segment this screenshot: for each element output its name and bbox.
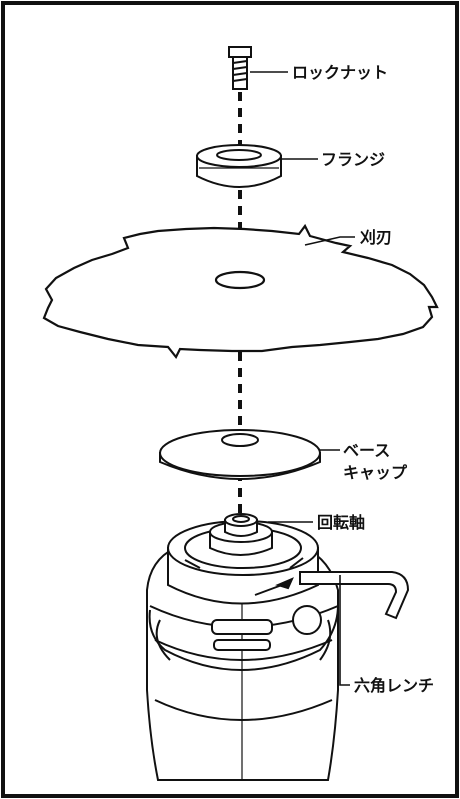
hex-wrench-label: 六角レンチ [354, 676, 434, 695]
flange-part [196, 144, 282, 188]
hex-wrench-part [299, 571, 410, 620]
leader-lines [250, 71, 355, 686]
flange-label: フランジ [321, 150, 385, 169]
base-cap-part [159, 429, 321, 480]
blade-part [42, 223, 439, 360]
base-cap-label-line2: キャップ [343, 463, 408, 482]
lock-nut-part [228, 46, 252, 90]
lock-nut-label: ロックナット [292, 63, 388, 82]
base-cap-label-line1: ベース [343, 441, 390, 460]
rotation-shaft-label: 回転軸 [317, 513, 365, 532]
blade-label: 刈刃 [360, 228, 392, 247]
trimmer-head-body [146, 513, 339, 781]
